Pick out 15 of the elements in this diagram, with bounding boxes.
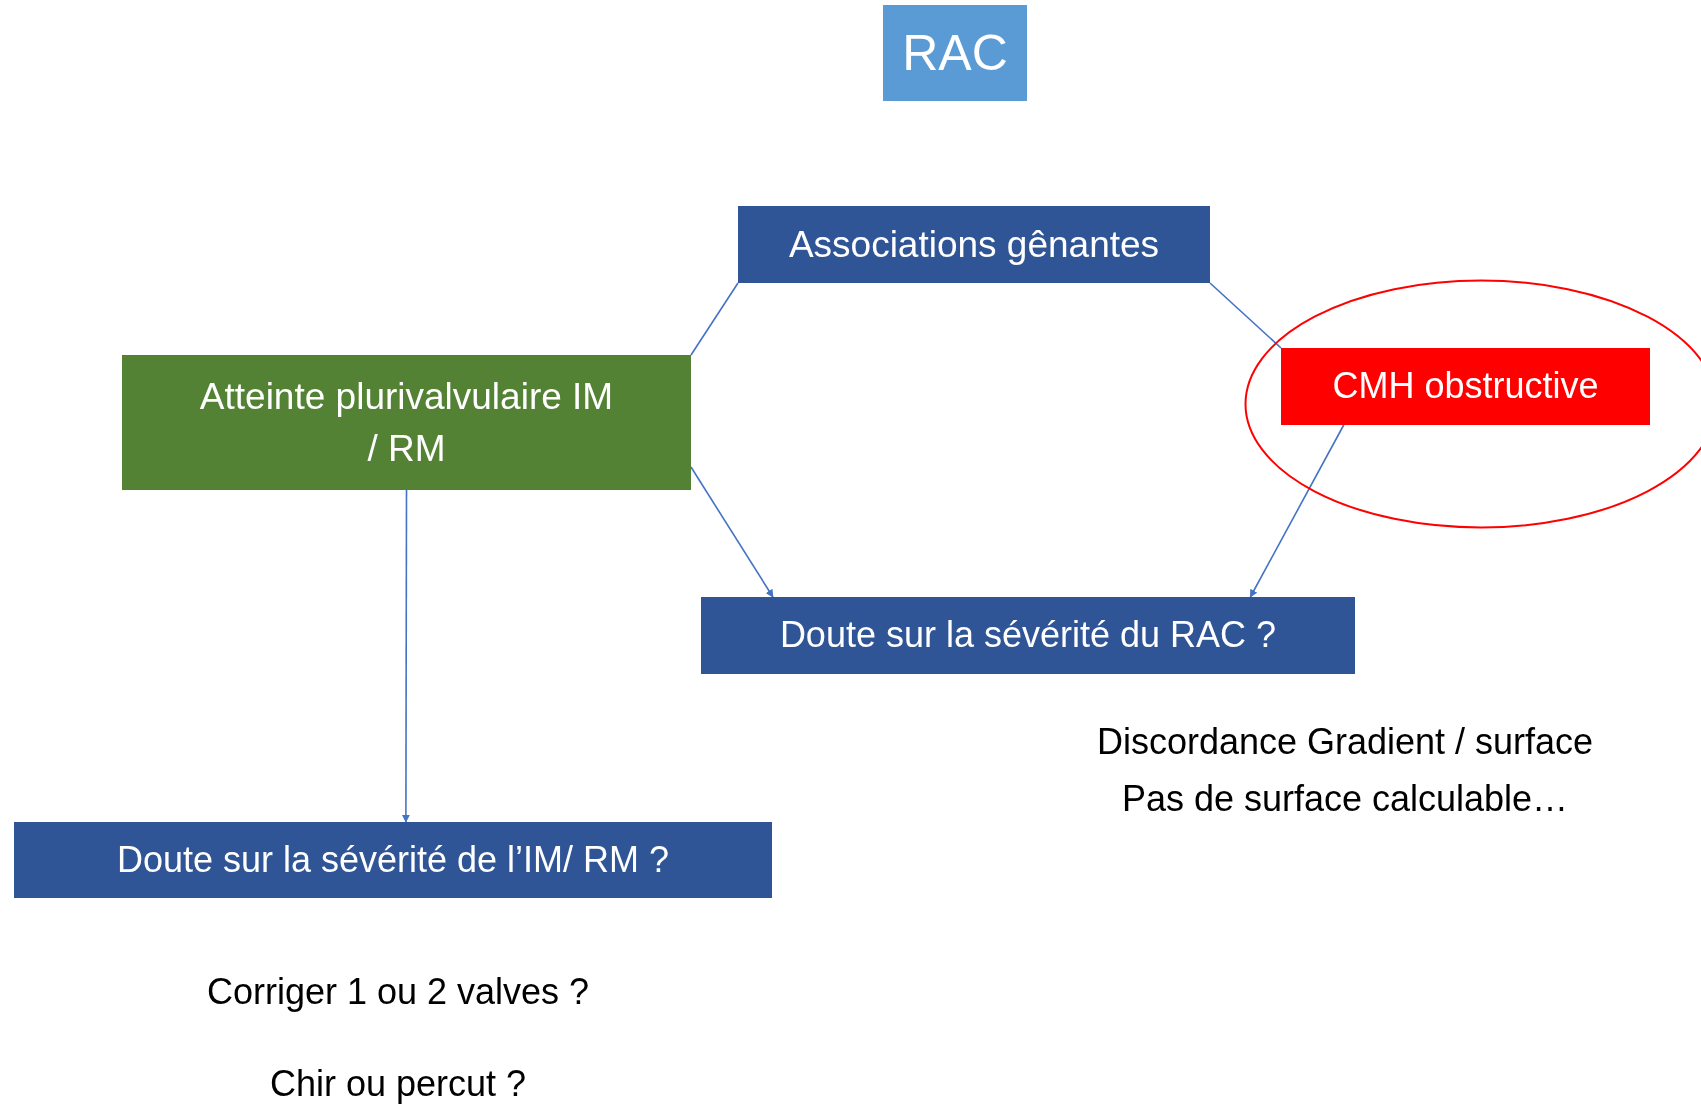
note-text: Corriger 1 ou 2 valves ? [206, 970, 590, 1014]
process-box: CMH obstructive [1281, 348, 1650, 425]
process-box: Associations gênantes [738, 206, 1210, 283]
process-box: Atteinte plurivalvulaire IM / RM [122, 355, 691, 490]
title-box: RAC [883, 5, 1027, 101]
note-text: Chir ou percut ? [269, 1062, 527, 1106]
arrow [690, 466, 774, 598]
arrow [1249, 424, 1345, 598]
note-text: Pas de surface calculable… [1121, 777, 1569, 821]
process-box: Doute sur la sévérité du RAC ? [701, 597, 1355, 674]
connector-line [1209, 282, 1282, 349]
connector-line [690, 282, 739, 356]
arrow [401, 489, 410, 823]
note-text: Discordance Gradient / surface [1096, 720, 1594, 764]
process-box: Doute sur la sévérité de l’IM/ RM ? [14, 822, 772, 898]
